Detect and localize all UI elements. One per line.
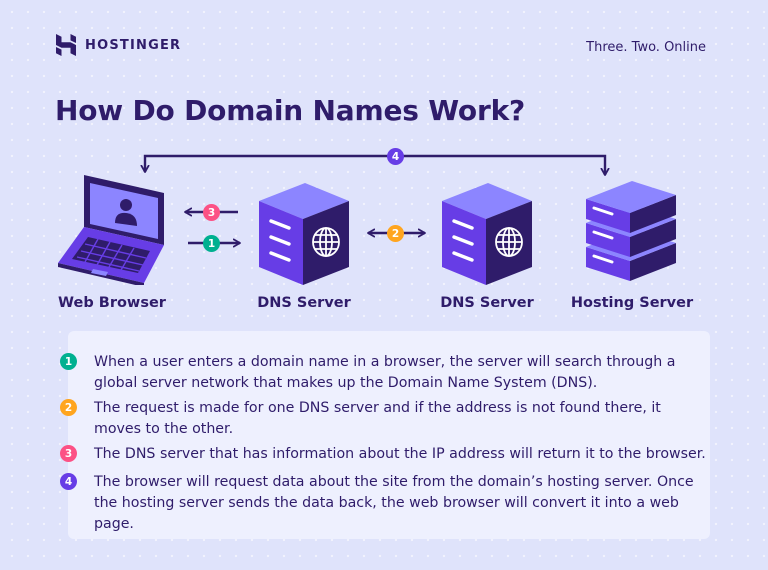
dns-server-2-icon (442, 183, 532, 285)
step-3-text: The DNS server that has information abou… (94, 446, 706, 462)
step-4-badge: 4 (60, 473, 77, 490)
step-2-badge: 2 (60, 399, 77, 416)
step-4-text: The browser will request data about the … (94, 474, 694, 532)
hostinger-logo[interactable]: HOSTINGER (56, 34, 181, 56)
globe-icon (495, 227, 523, 257)
step-1-badge: 1 (60, 353, 77, 370)
hostinger-h-icon (56, 34, 76, 56)
hosting-server-label: Hosting Server (570, 295, 694, 311)
page-title: How Do Domain Names Work? (55, 94, 526, 127)
arrow-1-badge: 1 (203, 235, 220, 252)
laptop-icon (58, 175, 164, 285)
dns-server-1-label: DNS Server (257, 295, 351, 311)
step-3-badge: 3 (60, 445, 77, 462)
dns-server-1-icon (259, 183, 349, 285)
web-browser-label: Web Browser (58, 295, 166, 311)
hosting-server-icon (586, 181, 676, 281)
globe-icon (312, 227, 340, 257)
brand-name: HOSTINGER (85, 37, 182, 53)
tagline: Three. Two. Online (586, 40, 706, 55)
steps-panel: 1 When a user enters a domain name in a … (60, 331, 710, 539)
arrow-4-badge: 4 (387, 148, 404, 165)
step-2-text: The request is made for one DNS server a… (94, 400, 661, 437)
arrow-4-line (140, 154, 610, 176)
arrow-3-badge: 3 (203, 204, 220, 221)
dns-server-2-label: DNS Server (440, 295, 534, 311)
arrow-2-badge: 2 (387, 225, 404, 242)
step-1-text: When a user enters a domain name in a br… (94, 354, 676, 391)
